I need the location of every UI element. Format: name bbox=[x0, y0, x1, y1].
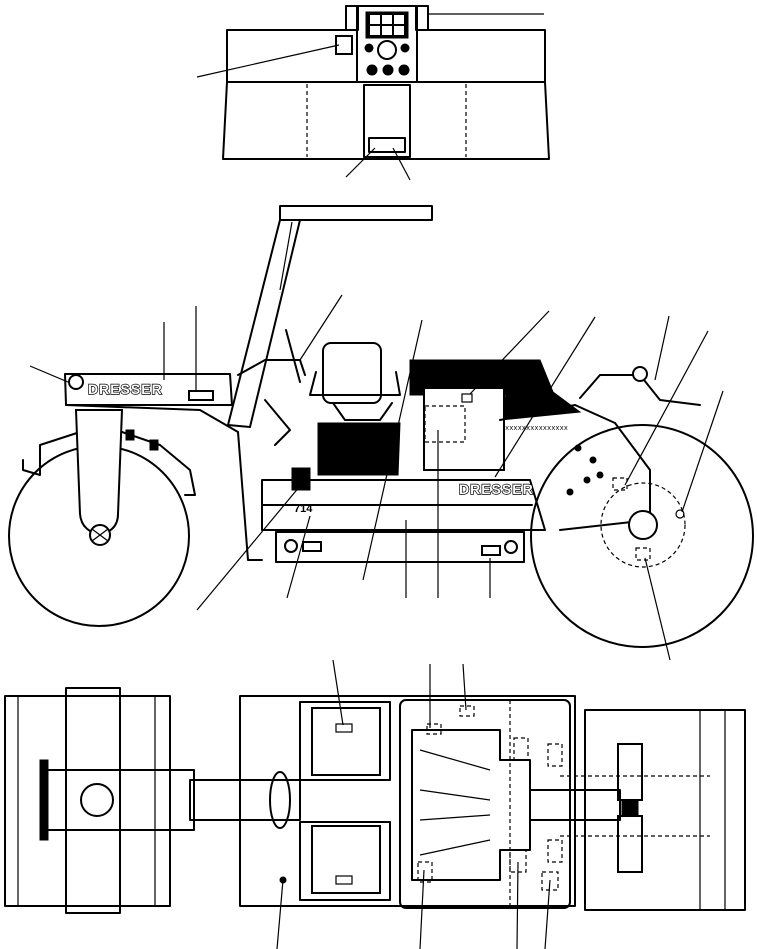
operator-seat-top bbox=[311, 707, 381, 776]
main-frame bbox=[261, 479, 546, 531]
operator-seat bbox=[322, 342, 382, 404]
brand-decal-front: DRESSER bbox=[88, 381, 163, 397]
serial-number-plate: xxxxxxxxxxxxxxx bbox=[505, 425, 568, 433]
rear-light bbox=[632, 366, 648, 382]
rops-post bbox=[227, 219, 301, 428]
front-view bbox=[196, 5, 550, 181]
side-view: DRESSER 714 DRESSER xxxxxxxxxxxxxxx bbox=[8, 205, 754, 661]
front-decal-panel bbox=[335, 35, 353, 55]
front-drum bbox=[8, 409, 196, 627]
lower-frame-rail bbox=[275, 531, 525, 563]
brand-decal-rear: DRESSER bbox=[459, 481, 534, 497]
engine-deck bbox=[399, 699, 571, 909]
top-main-body bbox=[239, 695, 576, 907]
front-step-plate bbox=[363, 84, 411, 158]
front-drum-body bbox=[222, 81, 550, 160]
rear-drum bbox=[530, 424, 754, 648]
operator-floor-mat bbox=[317, 422, 401, 476]
operator-seat-top-2 bbox=[311, 825, 381, 894]
articulation-joint bbox=[189, 779, 301, 821]
top-front-drum bbox=[4, 695, 171, 907]
top-rear-drum bbox=[584, 709, 746, 911]
steering-column bbox=[285, 329, 301, 383]
model-number-decal: 714 bbox=[294, 503, 313, 515]
rops-canopy-top bbox=[279, 205, 433, 221]
engine-side-panel bbox=[423, 387, 505, 471]
hood-decal bbox=[188, 390, 214, 401]
top-view bbox=[4, 659, 746, 949]
rear-frame-plate bbox=[499, 404, 651, 531]
model-badge bbox=[291, 467, 311, 491]
front-light bbox=[68, 374, 84, 390]
lower-rail-decal bbox=[481, 545, 501, 556]
front-drum-yoke bbox=[74, 409, 124, 535]
steering-wheel bbox=[269, 771, 291, 829]
front-hood bbox=[64, 373, 233, 406]
